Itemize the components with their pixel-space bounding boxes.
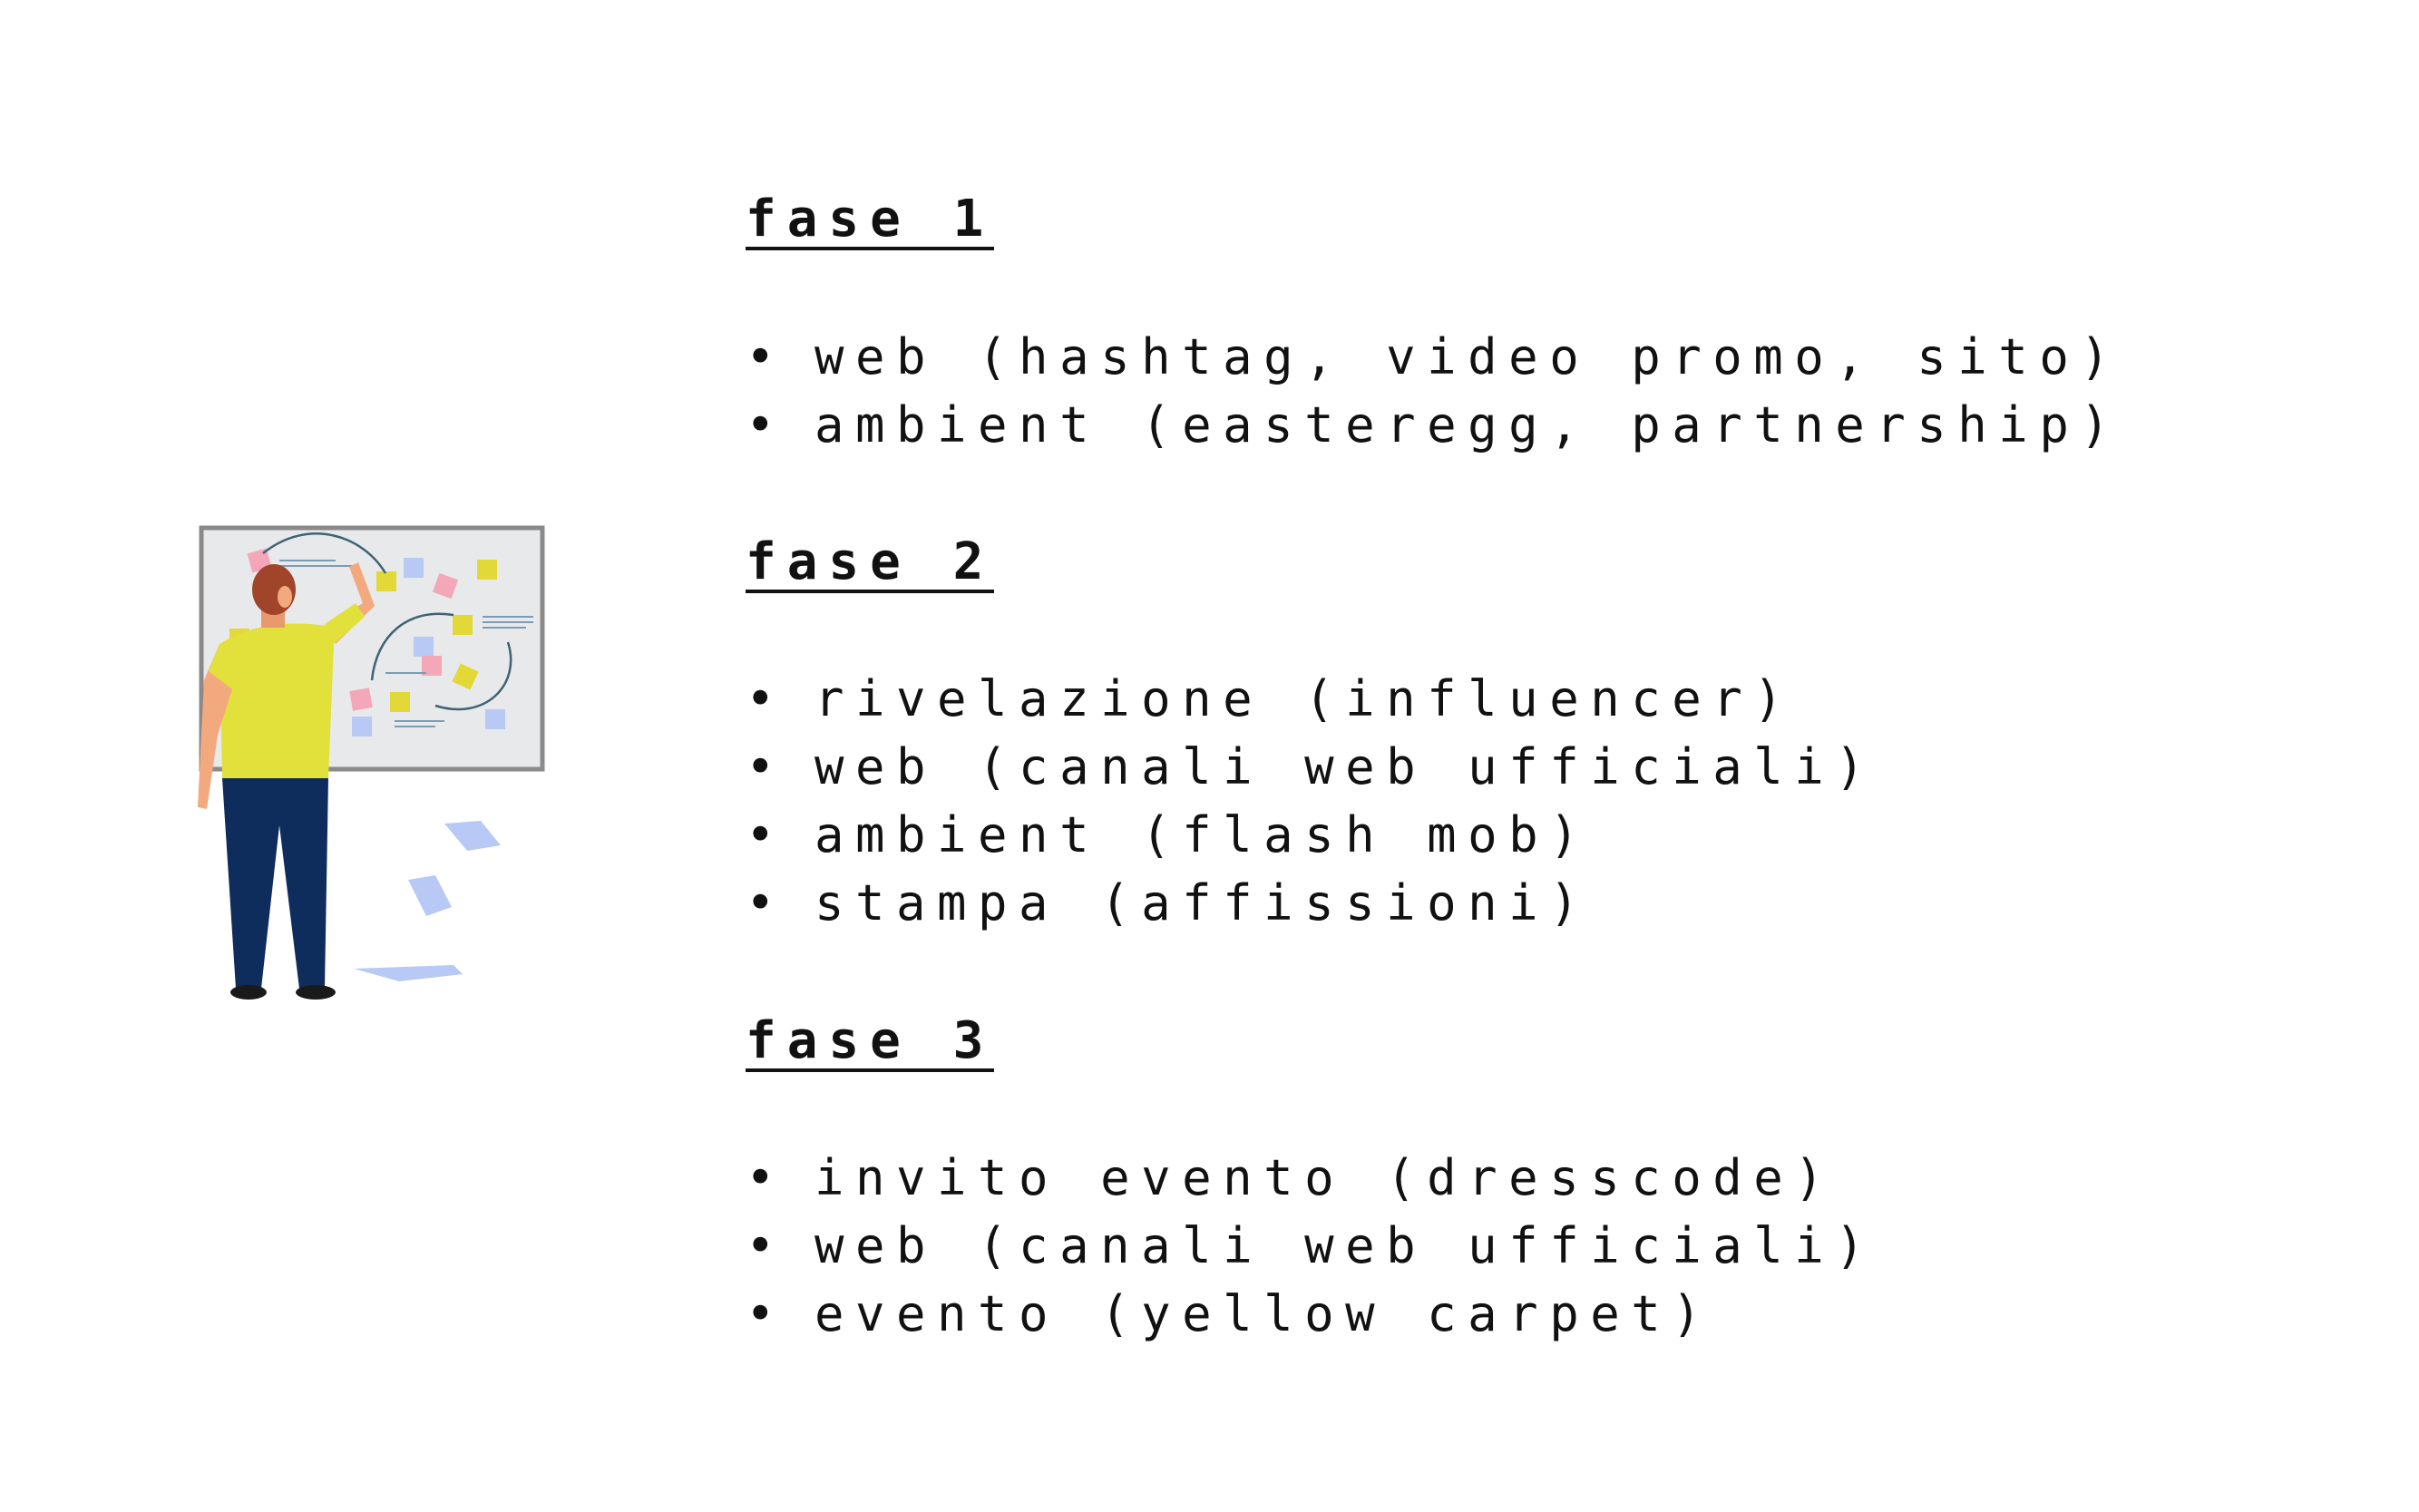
falling-papers [354,821,501,981]
bullet-icon: • [746,670,775,727]
bullet-icon: • [746,396,775,454]
bullet-icon: • [746,874,775,932]
list-item: •ambient (flash mob) [746,806,1591,863]
phase-1-title: fase 1 [746,190,995,250]
phase-1-list: •web (hashtag, video promo, sito) •ambie… [746,323,2121,459]
list-item: •rivelazione (influencer) [746,670,1795,727]
phase-3-list: •invito evento (dresscode) •web (canali … [746,1144,1876,1348]
bullet-icon: • [746,328,775,385]
phases-panel: fase 1 •web (hashtag, video promo, sito)… [746,0,2342,1512]
list-item: •stampa (affissioni) [746,874,1591,932]
list-item: •web (hashtag, video promo, sito) [746,328,2122,385]
bullet-icon: • [746,806,775,863]
bullet-icon: • [746,1149,775,1206]
list-item: •ambient (easteregg, partnership) [746,396,2122,454]
bullet-icon: • [746,1217,775,1274]
bullet-icon: • [746,1285,775,1342]
phase-2-title: fase 2 [746,532,995,593]
list-item: •evento (yellow carpet) [746,1285,1713,1342]
list-item: •web (canali web ufficiali) [746,1217,1877,1274]
phase-2-list: •rivelazione (influencer) •web (canali w… [746,665,1876,937]
phase-3-title: fase 3 [746,1011,995,1072]
person-at-whiteboard-icon [198,525,545,1000]
list-item: •web (canali web ufficiali) [746,738,1877,795]
list-item: •invito evento (dresscode) [746,1149,1836,1206]
bullet-icon: • [746,738,775,795]
person [198,562,375,1000]
